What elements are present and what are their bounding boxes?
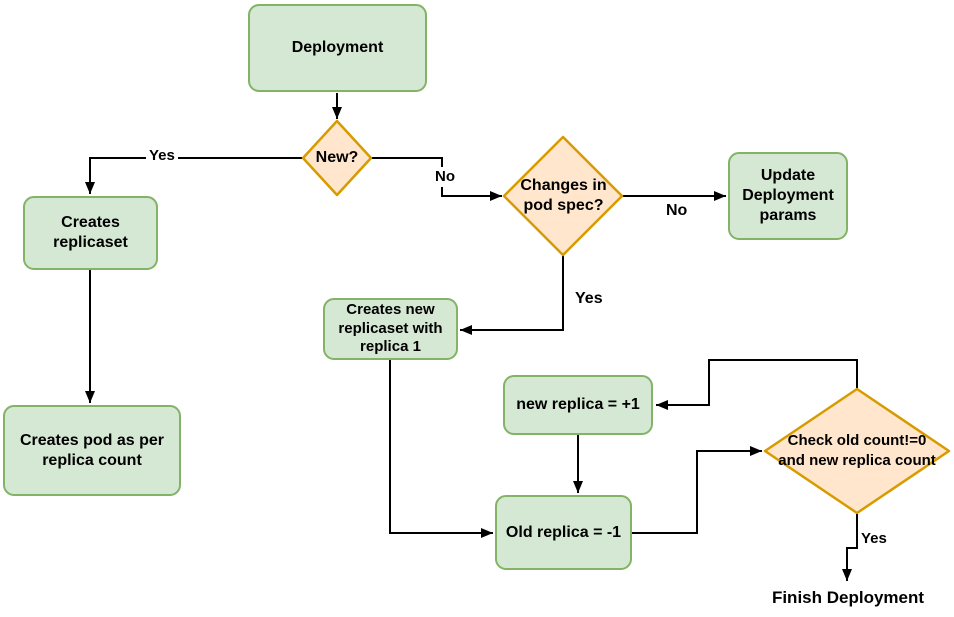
edge-label-changes-no: No — [666, 202, 688, 219]
node-deployment: Deployment — [248, 4, 427, 92]
edge-label-new-no: No — [432, 167, 458, 187]
finish-deployment-label: Finish Deployment — [771, 588, 925, 607]
new-decision-shape — [301, 119, 373, 197]
node-creates-pod: Creates pod as per replica count — [3, 405, 181, 496]
node-old-replica: Old replica = -1 — [495, 495, 632, 570]
edge-label-check-yes: Yes — [858, 529, 890, 549]
edge-new-yes-to-creates-replicaset — [85, 157, 303, 194]
edge-changes-yes-to-creates-new-replicaset — [460, 255, 564, 335]
edge-old-replica-to-check — [632, 446, 762, 534]
edge-check-yes-to-finish — [842, 513, 858, 581]
node-update-params: Update Deployment params — [728, 152, 848, 240]
changes-decision-shape — [502, 135, 624, 257]
node-new-replica: new replica = +1 — [503, 375, 653, 435]
edge-label-changes-yes: Yes — [575, 290, 603, 307]
edge-check-loop-to-new-replica — [656, 359, 858, 410]
node-creates-new-replicaset: Creates new replicaset with replica 1 — [323, 298, 458, 360]
edge-creates-new-replicaset-to-old-replica — [389, 360, 493, 538]
node-creates-replicaset: Creates replicaset — [23, 196, 158, 270]
check-decision-shape — [763, 387, 951, 515]
new-decision-label: New? — [315, 149, 359, 166]
changes-decision-label: Changes in pod spec? — [520, 177, 607, 214]
check-decision-label: Check old count!=0 and new replica count — [778, 432, 936, 469]
edge-label-new-yes: Yes — [146, 146, 178, 166]
